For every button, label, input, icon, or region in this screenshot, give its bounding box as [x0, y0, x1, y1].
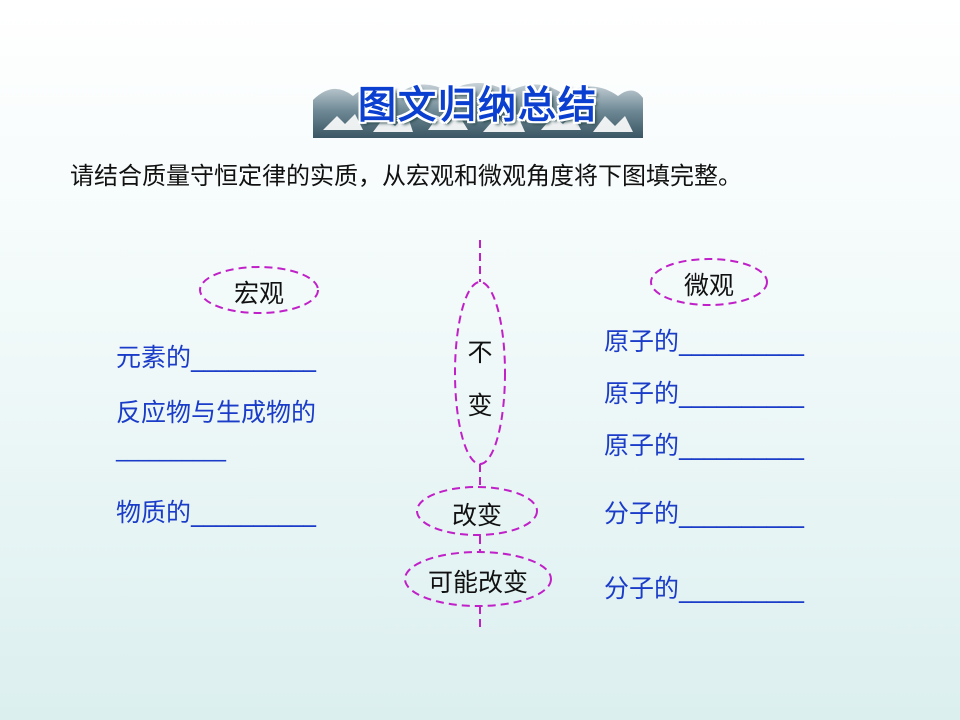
title-banner: 图文归纳总结: [313, 70, 643, 138]
right-item-atom-2: 原子的__________: [604, 379, 805, 408]
unchanged-label-bottom: 变: [467, 391, 493, 420]
macro-label: 宏观: [233, 279, 284, 308]
page-title: 图文归纳总结: [357, 83, 598, 127]
left-item-substance: 物质的__________: [116, 498, 317, 527]
left-item-blank: __________: [116, 437, 226, 462]
unchanged-label-top: 不: [467, 338, 493, 367]
right-item-molecule-2: 分子的__________: [604, 574, 805, 603]
unchanged-oval: [454, 281, 506, 465]
macro-oval: [199, 266, 319, 314]
left-item-element: 元素的__________: [116, 343, 317, 372]
micro-oval: [650, 258, 768, 306]
may-change-label: 可能改变: [427, 568, 528, 597]
left-item-reactants-products: 反应物与生成物的: [116, 398, 317, 427]
changed-oval: [416, 486, 538, 536]
instruction-text: 请结合质量守恒定律的实质，从宏观和微观角度将下图填完整。: [70, 162, 742, 190]
cloud-banner-decoration: [313, 83, 643, 138]
may-change-oval: [404, 551, 552, 607]
right-item-atom-1: 原子的__________: [604, 327, 805, 356]
changed-label: 改变: [451, 501, 502, 530]
right-item-molecule-1: 分子的__________: [604, 499, 805, 528]
micro-label: 微观: [683, 271, 734, 300]
right-item-atom-3: 原子的__________: [604, 431, 805, 460]
